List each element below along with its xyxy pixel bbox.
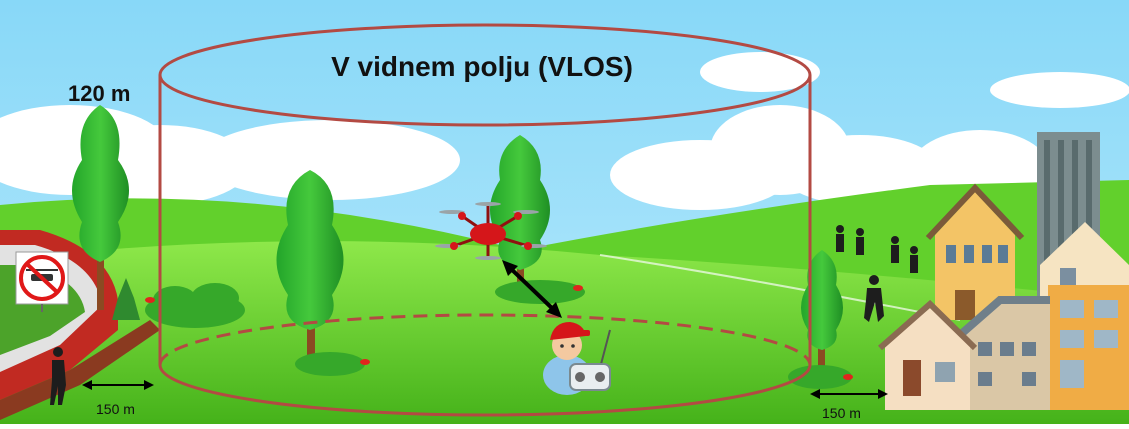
- remote-controller-icon: [569, 329, 611, 391]
- flowers: [145, 285, 853, 380]
- distance-right-label: 150 m: [822, 405, 861, 421]
- path-line: [599, 254, 961, 321]
- cylinder-bottom-back: [158, 313, 812, 366]
- distance-arrow-left: [82, 380, 154, 390]
- vlos-cylinder: [158, 23, 812, 417]
- tree-center-left: [276, 170, 344, 372]
- height-label: 120 m: [68, 81, 130, 106]
- distance-arrow-right: [810, 389, 888, 399]
- drone-icon: [435, 202, 547, 260]
- title: V vidnem polju (VLOS): [331, 51, 633, 82]
- cylinder-bottom-front: [158, 364, 812, 417]
- people-silhouettes: [50, 225, 918, 405]
- distance-left-label: 150 m: [96, 401, 135, 417]
- tree-left-tall: [72, 105, 129, 310]
- bushes: [145, 280, 852, 389]
- city: [878, 132, 1129, 410]
- line-of-sight-arrow: [502, 260, 562, 318]
- no-drone-sign-icon: [15, 251, 69, 312]
